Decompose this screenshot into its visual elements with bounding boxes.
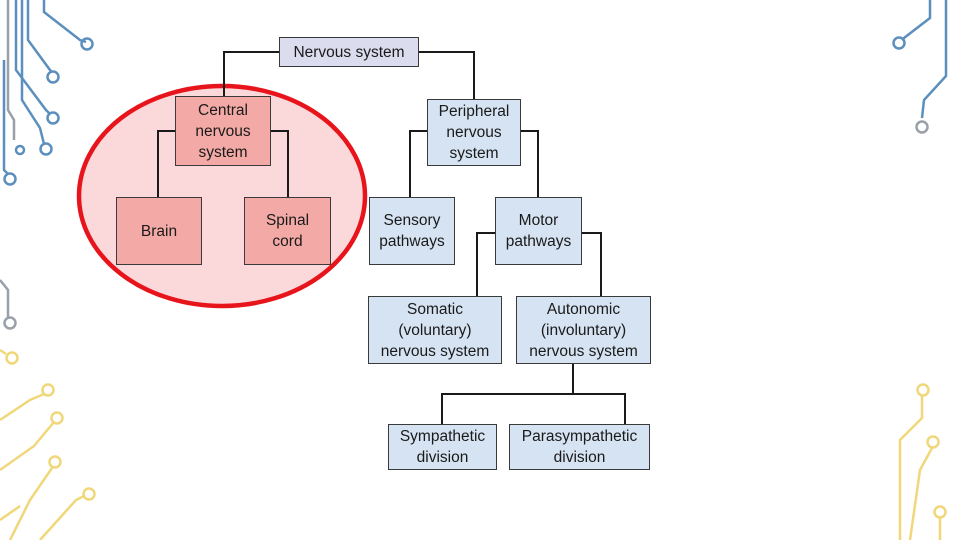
- circuit-top-right: [892, 0, 948, 134]
- circuit-bottom-right: [898, 383, 947, 540]
- circuit-bottom-left: [0, 279, 96, 540]
- node-brain: Brain: [116, 197, 202, 265]
- node-nervous-system: Nervous system: [279, 37, 419, 67]
- circuit-top-left: [2, 0, 94, 186]
- node-somatic-nervous-system: Somatic (voluntary) nervous system: [368, 296, 502, 364]
- node-peripheral-nervous-system: Peripheral nervous system: [427, 99, 521, 166]
- connector-root-cns: [223, 51, 279, 96]
- node-autonomic-nervous-system: Autonomic (involuntary) nervous system: [516, 296, 651, 364]
- connector-pns-sensory: [409, 130, 427, 197]
- connector-cns-brain: [157, 130, 175, 197]
- connector-cns-spinal: [271, 130, 289, 197]
- node-parasympathetic-division: Parasympathetic division: [509, 424, 650, 470]
- connector-pns-motor: [521, 130, 539, 197]
- node-motor-pathways: Motor pathways: [495, 197, 582, 265]
- node-sympathetic-division: Sympathetic division: [388, 424, 497, 470]
- node-central-nervous-system: Central nervous system: [175, 96, 271, 166]
- node-spinal-cord: Spinal cord: [244, 197, 331, 265]
- node-sensory-pathways: Sensory pathways: [369, 197, 455, 265]
- connector-sympathetic: [441, 393, 626, 424]
- connector-motor-somatic: [476, 232, 495, 296]
- connector-motor-autonomic: [582, 232, 602, 296]
- connector-root-pns: [419, 51, 475, 99]
